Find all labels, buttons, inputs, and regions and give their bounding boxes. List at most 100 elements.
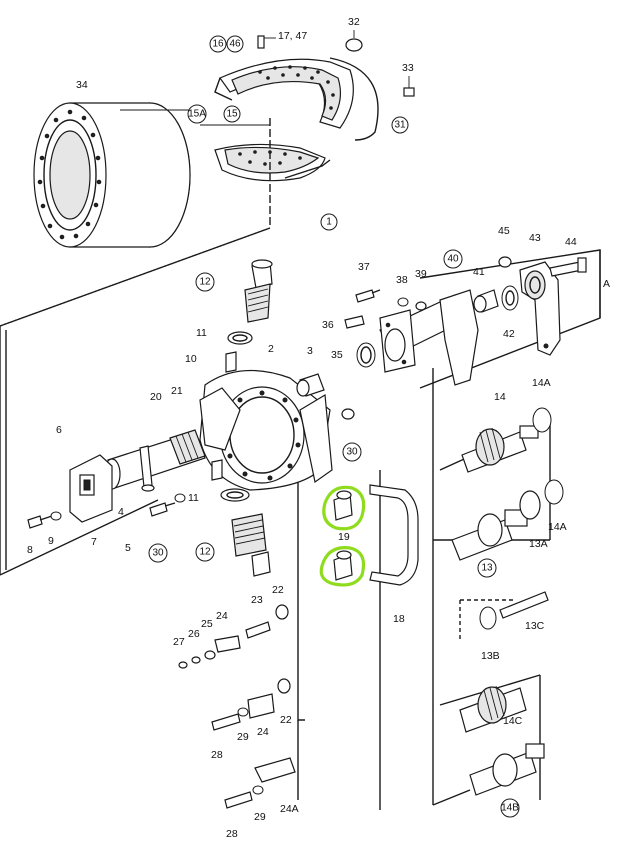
label-22-upper: 22 [272, 584, 284, 596]
chamber-13 [451, 509, 528, 561]
label-15: 15 [226, 109, 238, 120]
bolt-8 [27, 515, 53, 529]
label-14b: 14B [501, 803, 519, 814]
bush-22-lower [277, 678, 291, 694]
label-42: 42 [503, 328, 515, 340]
label-16: 16 [212, 39, 224, 50]
plug-32 [345, 30, 363, 52]
label-17-47: 17, 47 [278, 30, 307, 42]
label-21: 21 [171, 385, 183, 397]
axle-tube [103, 429, 206, 490]
screw-33 [403, 76, 415, 97]
label-20: 20 [150, 391, 162, 403]
clip-24-lower [247, 693, 275, 719]
label-8: 8 [27, 544, 33, 556]
label-24a: 24A [280, 803, 299, 815]
nuts-25-27 [178, 650, 216, 669]
label-41: 41 [473, 266, 485, 278]
label-22-lower: 22 [280, 714, 292, 726]
bush-22-upper [275, 604, 289, 620]
slack-adjuster [519, 261, 561, 356]
bolt-19-lower [333, 550, 353, 581]
pin-5 [139, 445, 155, 492]
label-14: 14 [494, 391, 506, 403]
s-cam-upper [225, 259, 273, 373]
label-33: 33 [402, 62, 414, 74]
label-24-lower: 24 [257, 726, 269, 738]
label-27: 27 [173, 636, 185, 648]
part-labels: 1 16 46 15A 15 31 12 40 30 30 12 13 14B … [27, 16, 610, 840]
ring-42 [501, 285, 519, 311]
nut-30-upper [341, 408, 355, 420]
bolt-36 [344, 315, 365, 329]
label-12-upper: 12 [199, 277, 211, 288]
highlight-bolt-19-upper [322, 485, 366, 531]
label-15a: 15A [188, 109, 206, 120]
label-30-lower: 30 [152, 548, 164, 559]
label-10: 10 [185, 353, 197, 365]
bolt-44 [549, 257, 587, 277]
s-cam-lower [211, 459, 271, 577]
bushing-41 [473, 289, 499, 313]
label-12-lower: 12 [199, 547, 211, 558]
label-40: 40 [447, 254, 459, 265]
washer-9 [50, 511, 62, 521]
chamber-13a [519, 479, 564, 520]
label-30-upper: 30 [346, 447, 358, 458]
label-2: 2 [268, 343, 274, 355]
label-36: 36 [322, 319, 334, 331]
label-5: 5 [125, 542, 131, 554]
label-26: 26 [188, 628, 200, 640]
label-39: 39 [415, 268, 427, 280]
label-A: A [603, 278, 610, 290]
bolt-28-upper [211, 707, 249, 731]
sensor-23 [245, 621, 271, 639]
seal-ring-35 [356, 342, 376, 368]
label-34: 34 [76, 79, 88, 91]
label-13: 13 [481, 563, 493, 574]
label-37: 37 [358, 261, 370, 273]
washer-38 [397, 297, 409, 307]
label-13b: 13B [481, 650, 500, 662]
bolt-30-lower [149, 493, 186, 517]
label-43: 43 [529, 232, 541, 244]
label-31: 31 [394, 120, 406, 131]
label-29-lower: 29 [254, 811, 266, 823]
label-24: 24 [216, 610, 228, 622]
label-35: 35 [331, 349, 343, 361]
bolt-19-upper [333, 490, 353, 521]
label-7: 7 [91, 536, 97, 548]
fastener-17-47 [257, 35, 276, 49]
label-46: 46 [229, 39, 241, 50]
nut-45 [498, 256, 512, 268]
bolt-28-lower [224, 785, 264, 809]
label-9: 9 [48, 535, 54, 547]
label-1: 1 [326, 217, 332, 228]
label-28-upper: 28 [211, 749, 223, 761]
label-38: 38 [396, 274, 408, 286]
bolt-37 [355, 289, 381, 303]
bushing-3 [296, 373, 325, 397]
label-14a-lower: 14A [548, 521, 567, 533]
label-45: 45 [498, 225, 510, 237]
rod-13c [479, 591, 549, 630]
label-29-upper: 29 [237, 731, 249, 743]
bracket-18 [369, 484, 419, 586]
label-23: 23 [251, 594, 263, 606]
label-32: 32 [348, 16, 360, 28]
label-13c: 13C [525, 620, 545, 632]
brake-drum [33, 102, 191, 248]
label-11-lower: 11 [188, 492, 199, 504]
label-4: 4 [118, 506, 124, 518]
label-28-lower: 28 [226, 828, 238, 840]
label-44: 44 [565, 236, 577, 248]
highlight-bolt-19-lower [319, 546, 366, 587]
camshaft-tube [379, 289, 479, 386]
label-13a: 13A [529, 538, 548, 550]
label-14a-upper: 14A [532, 377, 551, 389]
ring-14a-upper [532, 407, 552, 433]
label-3: 3 [307, 345, 313, 357]
label-11-upper: 11 [196, 327, 207, 339]
label-14c: 14C [503, 715, 523, 727]
